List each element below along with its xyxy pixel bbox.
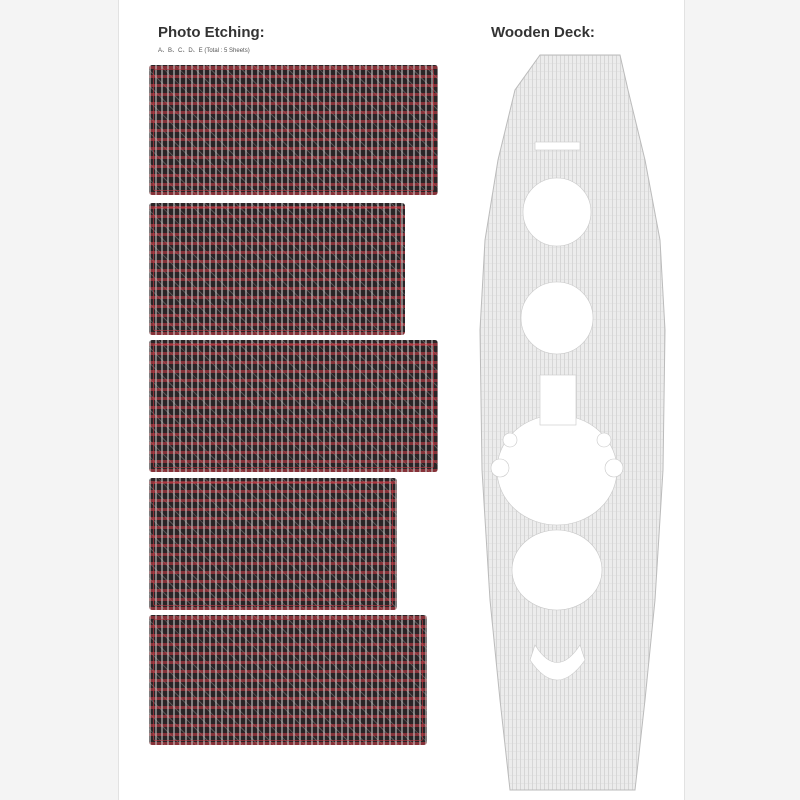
etching-sheet-d xyxy=(149,478,397,610)
deck-opening xyxy=(520,281,594,355)
deck-opening xyxy=(496,414,618,526)
etching-sheet-e xyxy=(149,615,427,745)
deck-opening xyxy=(539,374,577,426)
photo-etching-subtitle: A、B、C、D、E (Total : 5 Sheets) xyxy=(158,48,250,54)
deck-opening xyxy=(511,529,603,611)
photo-etching-title: Photo Etching: xyxy=(158,24,265,41)
etching-sheet-b xyxy=(149,203,405,335)
wooden-deck-title: Wooden Deck: xyxy=(491,24,595,41)
deck-opening xyxy=(522,177,592,247)
etching-sheet-a xyxy=(149,65,438,195)
etching-sheet-c xyxy=(149,340,438,472)
